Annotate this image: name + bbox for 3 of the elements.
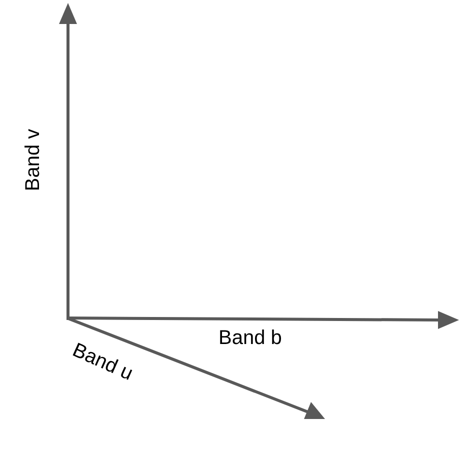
axis-label: Band b — [218, 328, 282, 348]
axis-label: Band u — [69, 340, 136, 384]
axis-label: Band v — [23, 128, 44, 192]
